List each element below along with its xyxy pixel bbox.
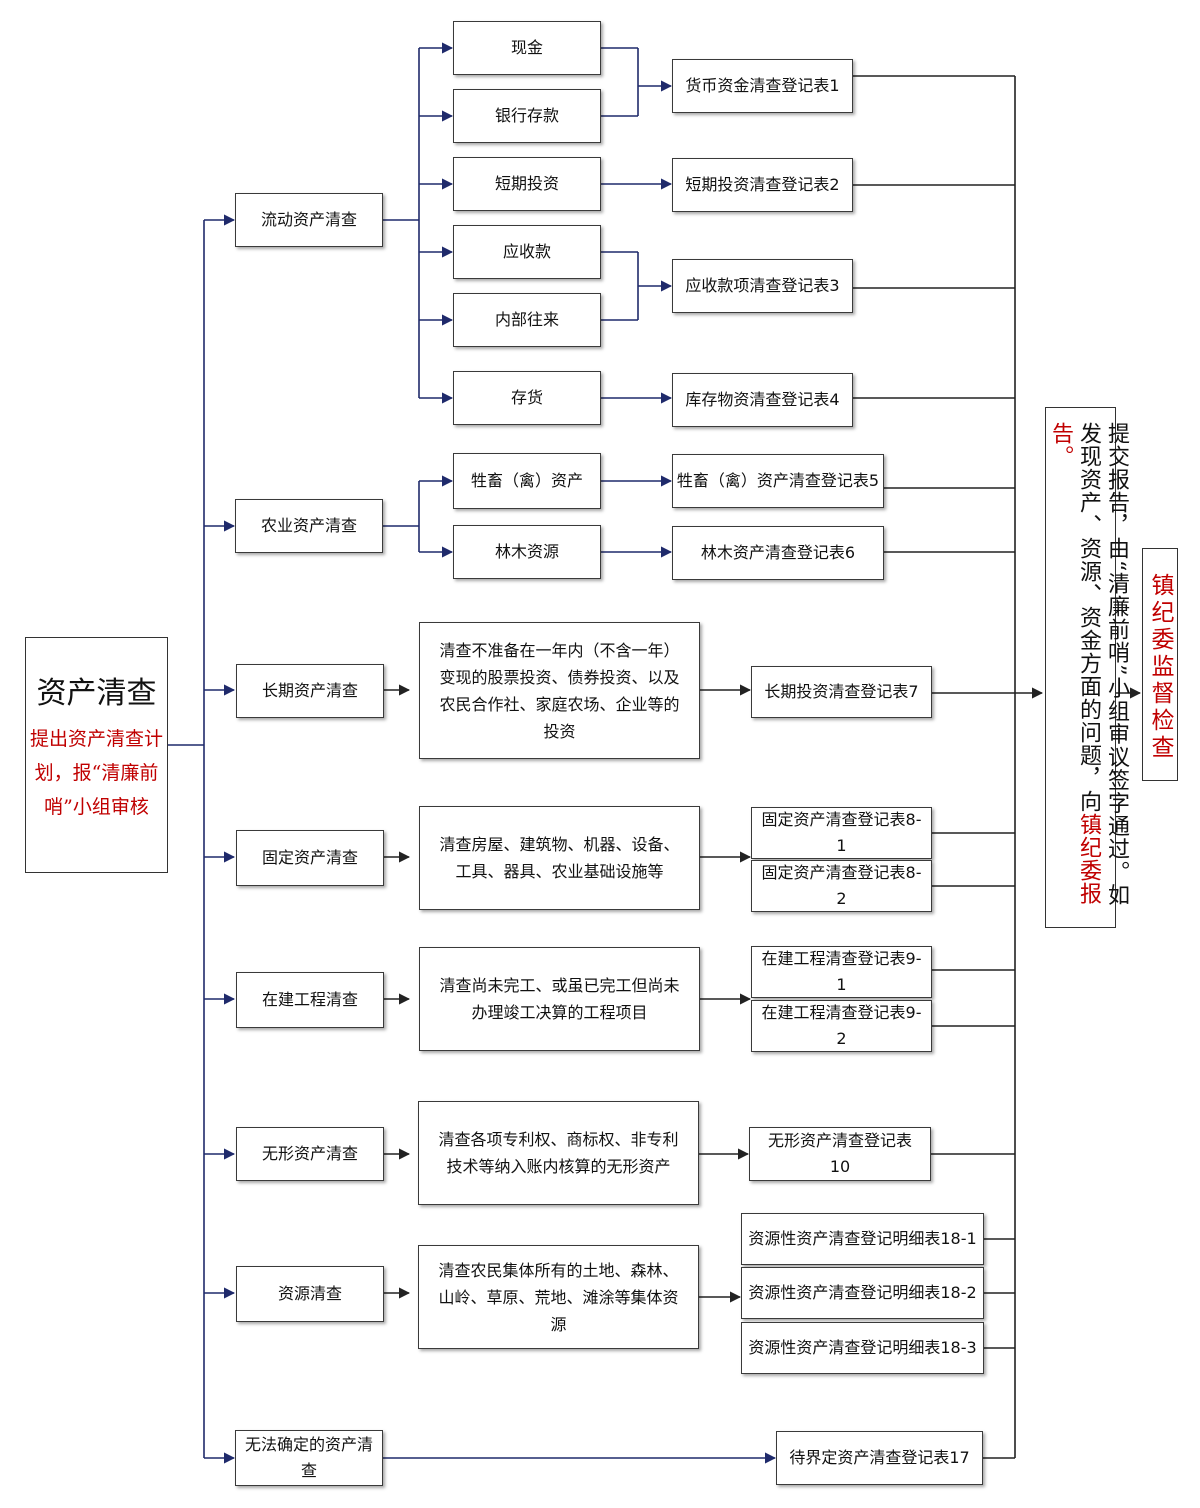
category-longterm-assets: 长期资产清查 — [236, 664, 384, 718]
desc-resources: 清查农民集体所有的土地、森林、山岭、草原、荒地、滩涂等集体资源 — [418, 1245, 699, 1349]
item-livestock: 牲畜（禽）资产 — [453, 453, 601, 509]
asset-check-root-box: 资产清查 提出资产清查计划，报“清廉前哨”小组审核 — [25, 637, 168, 873]
form-5: 牲畜（禽）资产清查登记表5 — [672, 454, 884, 508]
report-box: 提交报告，由“清廉前哨”小组审议签字通过。如发现资产、资源、资金方面的问题，向镇… — [1045, 407, 1129, 928]
form-1: 货币资金清查登记表1 — [672, 59, 853, 113]
desc-fixed: 清查房屋、建筑物、机器、设备、工具、器具、农业基础设施等 — [419, 806, 700, 910]
category-agri-assets: 农业资产清查 — [235, 499, 383, 553]
item-inventory: 存货 — [453, 371, 601, 425]
item-internal-account: 内部往来 — [453, 293, 601, 347]
item-receivable: 应收款 — [453, 225, 601, 279]
desc-construction: 清查尚未完工、或虽已完工但尚未办理竣工决算的工程项目 — [419, 947, 700, 1051]
item-forest: 林木资源 — [453, 525, 601, 579]
category-undetermined-assets: 无法确定的资产清查 — [235, 1430, 383, 1486]
form-10: 无形资产清查登记表10 — [749, 1127, 931, 1181]
form-7: 长期投资清查登记表7 — [751, 666, 932, 718]
report-line-2-prefix: 如发现资产、资源、资金方面的问题，向 — [1076, 422, 1129, 907]
supervision-box: 镇纪委监督检查 — [1142, 548, 1178, 781]
report-line-1: 提交报告，由“清廉前哨”小组审议签字通过。 — [1104, 422, 1129, 884]
category-resources: 资源清查 — [236, 1266, 384, 1322]
form-2: 短期投资清查登记表2 — [672, 158, 853, 212]
form-9-2: 在建工程清查登记表9-2 — [751, 1000, 932, 1052]
category-current-assets: 流动资产清查 — [235, 193, 383, 247]
form-18-3: 资源性资产清查登记明细表18-3 — [741, 1322, 984, 1374]
form-3: 应收款项清查登记表3 — [672, 259, 853, 313]
supervision-label: 镇纪委监督检查 — [1147, 573, 1173, 762]
category-construction: 在建工程清查 — [236, 972, 384, 1028]
form-6: 林木资产清查登记表6 — [672, 526, 884, 580]
form-17: 待界定资产清查登记表17 — [776, 1431, 983, 1485]
form-9-1: 在建工程清查登记表9-1 — [751, 946, 932, 998]
form-4: 库存物资清查登记表4 — [672, 373, 853, 427]
report-line-2-red: 镇纪委报告。 — [1048, 422, 1101, 905]
desc-intangible: 清查各项专利权、商标权、非专利技术等纳入账内核算的无形资产 — [418, 1101, 699, 1205]
desc-longterm: 清查不准备在一年内（不含一年）变现的股票投资、债券投资、以及农民合作社、家庭农场… — [419, 622, 700, 759]
category-fixed-assets: 固定资产清查 — [236, 830, 384, 886]
root-note: 提出资产清查计划，报“清廉前哨”小组审核 — [30, 728, 164, 818]
root-title: 资产清查 — [36, 676, 157, 711]
item-cash: 现金 — [453, 21, 601, 75]
form-8-2: 固定资产清查登记表8-2 — [751, 860, 932, 912]
item-bank-deposit: 银行存款 — [453, 89, 601, 143]
category-intangible-assets: 无形资产清查 — [236, 1127, 384, 1181]
form-18-1: 资源性资产清查登记明细表18-1 — [741, 1213, 984, 1265]
form-18-2: 资源性资产清查登记明细表18-2 — [741, 1267, 984, 1319]
item-short-investment: 短期投资 — [453, 157, 601, 211]
form-8-1: 固定资产清查登记表8-1 — [751, 807, 932, 859]
